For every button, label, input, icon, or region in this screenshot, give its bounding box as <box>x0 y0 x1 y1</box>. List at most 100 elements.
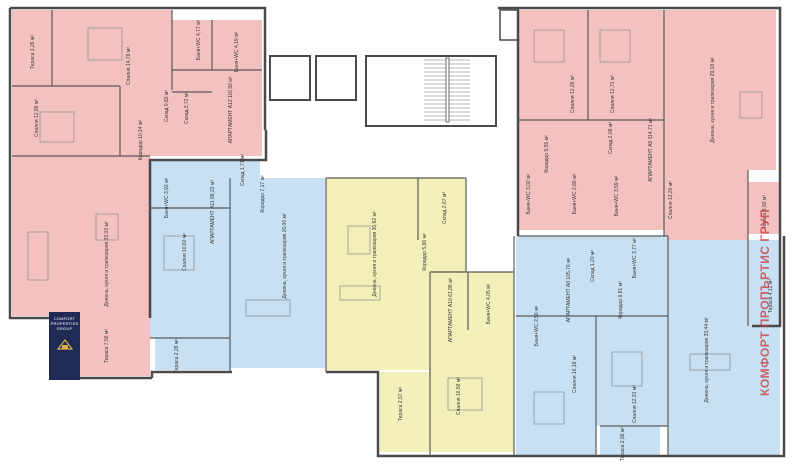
bed <box>599 29 631 63</box>
bed <box>447 377 483 411</box>
room-fill <box>380 372 430 452</box>
room-fill <box>12 10 52 86</box>
room-fill <box>230 178 325 368</box>
logo-mark-icon <box>56 339 73 350</box>
stairwell <box>365 55 497 127</box>
room-label-bedroom: Спалня 16,56 м² <box>456 377 462 415</box>
room-fill <box>52 10 172 86</box>
room-label-living: Дневна, кухня и трапезария 29,18 м² <box>710 57 716 143</box>
room-label-corridor: Коридор 5,55 м² <box>544 135 550 173</box>
room-label-bedroom: Спалня 14,79 м² <box>126 47 132 85</box>
apartment-a9 <box>518 10 780 240</box>
logo-text-line1: COMFORT <box>53 316 76 321</box>
apartment-a11 <box>150 160 325 370</box>
room-label-storage: Склад 1,71 м² <box>240 154 246 186</box>
apartment-label-a11: АПАРТАМЕНТ А11 88,22 м² <box>210 180 216 244</box>
bed <box>39 111 75 143</box>
sofa <box>245 299 291 317</box>
room-label-bathroom: Баня+WC 3,77 м² <box>632 237 638 278</box>
room-label-terrace: Тераса 7,56 м² <box>104 329 110 363</box>
room-fill <box>596 316 668 426</box>
room-label-storage: Склад 2,72 м² <box>184 92 190 124</box>
watermark-text: КОМФОРТ ПРОПЪРТИС ГРУП <box>758 208 772 396</box>
room-fill <box>155 338 230 370</box>
room-fill <box>12 86 122 156</box>
room-label-bedroom: Спалня 10,60 м² <box>182 233 188 271</box>
room-label-bedroom: Спалня 16,19 м² <box>572 355 578 393</box>
room-label-bathroom: Баня+WC 4,05 м² <box>486 283 492 324</box>
room-label-corridor: Коридор 9,81 м² <box>618 281 624 319</box>
room-labels: Тераса 3,26 м² Спалня 14,79 м² Баня+WC 4… <box>30 19 774 461</box>
room-label-bathroom: Баня+WC 4,19 м² <box>234 31 240 72</box>
room-label-bedroom: Спалня 12,26 м² <box>570 75 576 113</box>
dining-table <box>739 91 763 119</box>
elevator-shaft <box>269 55 311 101</box>
room-fill <box>516 236 668 316</box>
apartment-label-a9: АПАРТАМЕНТ А9 114,71 м² <box>648 118 654 182</box>
room-label-bedroom: Спалня 12,20 м² <box>668 181 674 219</box>
room-fill <box>150 208 230 338</box>
room-label-storage: Склад 0,83 м² <box>164 90 170 122</box>
room-label-bathroom: Баня+WC 2,56 м² <box>534 305 540 346</box>
apartment-a10 <box>326 178 514 452</box>
room-label-terrace: Тераса 2,28 м² <box>174 339 180 373</box>
apartment-label-a8: АПАРТАМЕНТ А8 105,76 м² <box>566 257 572 322</box>
apartment-a8 <box>516 236 780 456</box>
room-fill <box>122 86 262 156</box>
apartment-label-a12: АПАРТАМЕНТ А12 116,56 м² <box>228 76 234 143</box>
room-fill <box>516 316 596 456</box>
room-label-terrace: Тераса 2,96 м² <box>620 427 626 461</box>
room-fill <box>664 10 776 170</box>
room-label-terrace: Тераса 2,97 м² <box>398 387 404 421</box>
room-label-terrace-a12: Тераса 3,26 м² <box>30 35 36 69</box>
stair-core <box>269 9 519 127</box>
room-label-corridor: Коридор 10,14 м² <box>138 120 144 160</box>
room-label-storage: Склад 2,06 м² <box>608 122 614 154</box>
room-label-bathroom: Баня+WC 4,77 м² <box>196 19 202 60</box>
room-fill <box>668 240 780 456</box>
room-fill <box>600 426 660 456</box>
room-label-terrace: Тераса 4,12 м² <box>768 279 774 313</box>
room-label-bedroom: Спалня 12,99 м² <box>34 99 40 137</box>
room-label-terrace: Тераса 3,92 м² <box>762 195 768 229</box>
bed <box>533 391 565 425</box>
shaft <box>499 9 519 41</box>
elevator-shaft <box>315 55 357 101</box>
room-label-living: Дневна, кухня и трапезария 33,44 м² <box>704 317 710 403</box>
room-fill <box>172 20 262 90</box>
room-label-living: Дневна, кухня и трапезария 30,92 м² <box>372 211 378 297</box>
room-label-corridor: Коридор 5,86 м² <box>422 233 428 271</box>
company-logo: COMFORT PROPERTIES GROUP <box>49 312 80 380</box>
room-label-bathroom: Баня+WC 3,02 м² <box>526 173 532 214</box>
room-fill <box>518 120 664 230</box>
bed <box>163 235 195 271</box>
logo-text-line3: GROUP <box>56 326 73 331</box>
room-fill <box>430 272 514 452</box>
room-label-living: Дневна, кухня и трапезария 33,02 м² <box>104 221 110 307</box>
room-label-storage: Склад 1,20 м² <box>590 250 596 282</box>
bed <box>533 29 565 63</box>
room-label-bathroom: Баня+WC 3,59 м² <box>614 175 620 216</box>
room-label-bathroom: Баня+WC 2,89 м² <box>572 173 578 214</box>
room-fill <box>68 316 150 376</box>
sofa <box>689 353 731 371</box>
room-fill <box>748 182 780 234</box>
furniture <box>27 27 763 425</box>
room-label-bedroom: Спалня 12,31 м² <box>632 385 638 423</box>
sofa <box>27 231 49 281</box>
room-fill <box>664 170 748 240</box>
room-label-bedroom: Спалня 12,71 м² <box>610 75 616 113</box>
apartment-label-a10: АПАРТАМЕНТ А10 61,88 м² <box>448 277 454 342</box>
dining-table <box>347 225 371 255</box>
room-fill <box>12 156 150 316</box>
dining-table <box>95 213 119 241</box>
room-fill <box>518 10 664 120</box>
room-label-corridor: Коридор 7,17 м² <box>260 175 266 213</box>
bed <box>87 27 123 61</box>
apartment-a12 <box>12 10 262 376</box>
room-label-storage: Склад 2,67 м² <box>442 192 448 224</box>
bed <box>611 351 643 387</box>
sofa <box>339 285 381 301</box>
room-label-living: Дневна, кухня и трапезария 26,00 м² <box>282 213 288 299</box>
